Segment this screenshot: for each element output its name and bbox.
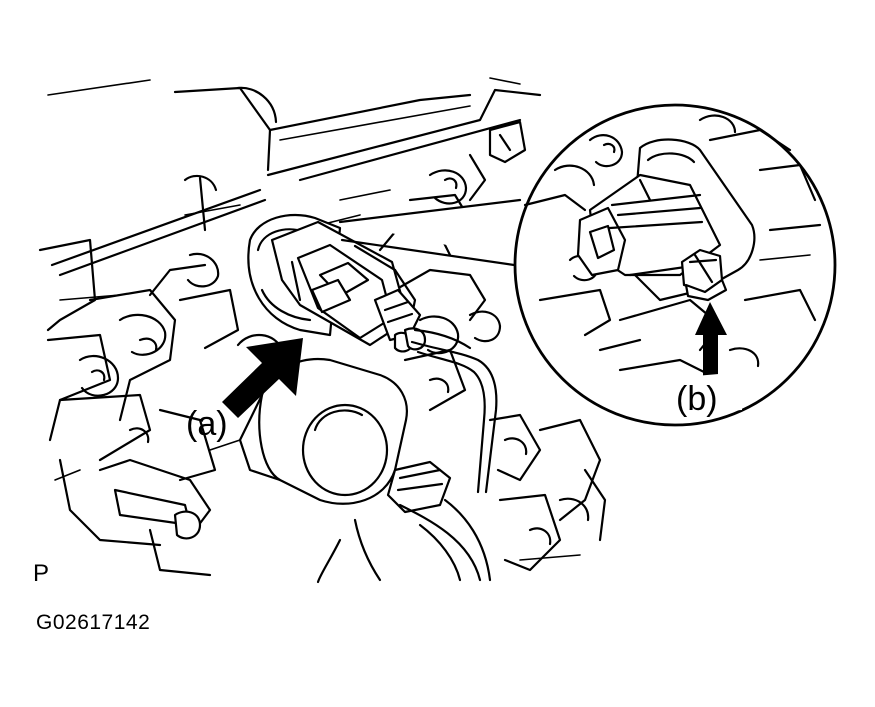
view-marker: P [33, 560, 50, 587]
figure-code: G02617142 [36, 611, 151, 634]
engine-background [38, 77, 607, 584]
arrow-b-icon [695, 302, 727, 378]
callout-label-a: (a) [186, 405, 228, 443]
crank-sensor-connector [247, 213, 498, 494]
arrow-a-icon [222, 338, 303, 418]
callout-label-b: (b) [676, 380, 718, 418]
magnified-view [338, 103, 837, 427]
